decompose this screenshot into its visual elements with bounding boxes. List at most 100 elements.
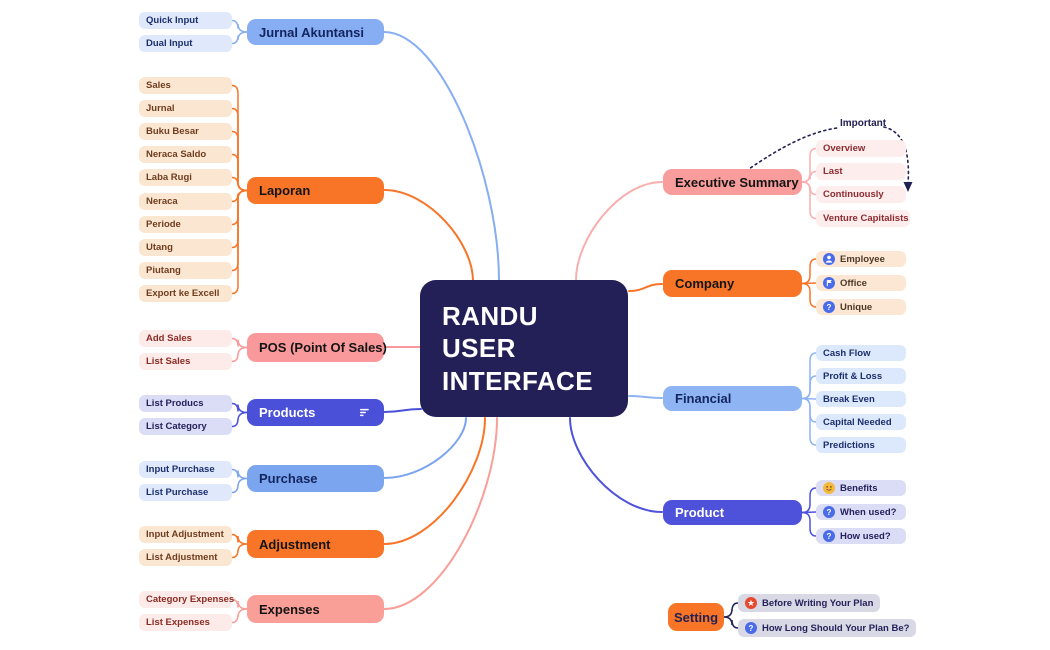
smiley-icon (823, 482, 835, 494)
connector-line (231, 468, 248, 480)
child-node-category-expenses[interactable]: Category Expenses (139, 591, 235, 608)
child-node-list-sales[interactable]: List Sales (139, 353, 232, 370)
child-node-predictions[interactable]: Predictions (816, 437, 906, 453)
connector-line (569, 417, 663, 513)
child-label: Dual Input (146, 38, 193, 49)
child-node-office[interactable]: Office (816, 275, 906, 291)
child-node-dual-input[interactable]: Dual Input (139, 35, 232, 52)
connector-line (383, 31, 500, 282)
branch-node-purchase[interactable]: Purchase (247, 465, 384, 492)
child-label: Utang (146, 242, 173, 253)
central-topic-line: INTERFACE (442, 365, 593, 396)
child-node-how-used[interactable]: ?How used? (816, 528, 906, 544)
child-label: Office (840, 277, 867, 289)
child-label: Category Expenses (146, 594, 235, 605)
connector-line (801, 282, 817, 308)
connector-line (231, 608, 248, 624)
child-node-export-ke-excell[interactable]: Export ke Excell (139, 285, 232, 302)
branch-label-products: Products (259, 405, 316, 420)
connector-line (231, 189, 248, 272)
child-node-cash-flow[interactable]: Cash Flow (816, 345, 906, 361)
connector-line (801, 397, 817, 446)
child-node-quick-input[interactable]: Quick Input (139, 12, 232, 29)
child-node-venture-capitalists[interactable]: Venture Capitalists (816, 210, 910, 227)
child-node-utang[interactable]: Utang (139, 239, 232, 256)
branch-node-product[interactable]: Product (663, 500, 802, 525)
svg-text:?: ? (827, 532, 832, 541)
child-label: Neraca Saldo (146, 149, 207, 160)
flag-icon (823, 277, 835, 289)
connector-line (801, 375, 817, 400)
child-node-periode[interactable]: Periode (139, 216, 232, 233)
child-label: Cash Flow (823, 347, 871, 359)
connector-line (231, 346, 248, 363)
child-node-buku-besar[interactable]: Buku Besar (139, 123, 232, 140)
branch-label-jurnal-akuntansi: Jurnal Akuntansi (259, 24, 364, 40)
branch-node-executive-summary[interactable]: Executive Summary (663, 169, 802, 195)
child-label: How Long Should Your Plan Be? (762, 622, 910, 634)
child-node-overview[interactable]: Overview (816, 140, 906, 157)
branch-node-expenses[interactable]: Expenses (247, 595, 384, 623)
branch-node-laporan[interactable]: Laporan (247, 177, 384, 204)
connector-line (575, 181, 663, 281)
connector-line (231, 19, 248, 33)
child-label: List Purchase (146, 487, 209, 498)
connector-line (801, 181, 817, 220)
child-node-list-purchase[interactable]: List Purchase (139, 484, 232, 501)
child-label: Add Sales (146, 333, 192, 344)
branch-node-products[interactable]: Products (247, 399, 384, 426)
child-node-input-adjustment[interactable]: Input Adjustment (139, 526, 232, 543)
child-label: Laba Rugi (146, 172, 192, 183)
child-label: Unique (840, 301, 873, 313)
child-node-neraca-saldo[interactable]: Neraca Saldo (139, 146, 232, 163)
child-node-profit-loss[interactable]: Profit & Loss (816, 368, 906, 384)
child-node-laba-rugi[interactable]: Laba Rugi (139, 169, 232, 186)
child-label: Continuously (823, 189, 884, 200)
child-node-employee[interactable]: Employee (816, 251, 906, 267)
branch-node-financial[interactable]: Financial (663, 386, 802, 411)
child-label: Capital Needed (823, 416, 892, 428)
child-label: Profit & Loss (823, 370, 883, 382)
child-node-list-adjustment[interactable]: List Adjustment (139, 549, 232, 566)
child-node-add-sales[interactable]: Add Sales (139, 330, 232, 347)
child-node-input-purchase[interactable]: Input Purchase (139, 461, 232, 478)
branch-node-jurnal-akuntansi[interactable]: Jurnal Akuntansi (247, 19, 384, 45)
child-node-jurnal[interactable]: Jurnal (139, 100, 232, 117)
child-node-when-used[interactable]: ?When used? (816, 504, 906, 520)
connector-line (231, 189, 248, 295)
child-node-list-producs[interactable]: List Producs (139, 395, 232, 412)
child-label: Neraca (146, 196, 178, 207)
branch-node-adjustment[interactable]: Adjustment (247, 530, 384, 558)
branch-node-company[interactable]: Company (663, 270, 802, 297)
arrowhead-down-icon (903, 182, 913, 192)
child-node-break-even[interactable]: Break Even (816, 391, 906, 407)
connector-line (801, 170, 817, 183)
child-node-list-expenses[interactable]: List Expenses (139, 614, 232, 631)
child-label: Input Adjustment (146, 529, 224, 540)
connector-line (231, 477, 248, 494)
connector-line (383, 408, 422, 413)
child-node-benefits[interactable]: Benefits (816, 480, 906, 496)
connector-line (628, 395, 663, 399)
connector-line (801, 511, 817, 537)
child-node-neraca[interactable]: Neraca (139, 193, 232, 210)
child-node-last[interactable]: Last (816, 163, 906, 180)
child-label: Quick Input (146, 15, 199, 26)
child-label: Export ke Excell (146, 288, 220, 299)
child-node-capital-needed[interactable]: Capital Needed (816, 414, 906, 430)
central-topic-line: USER (442, 333, 516, 364)
connector-line (801, 487, 817, 514)
child-node-before-writing-your-plan[interactable]: ★Before Writing Your Plan (738, 594, 881, 612)
child-node-sales[interactable]: Sales (139, 77, 232, 94)
central-topic-node[interactable]: RANDU USER INTERFACE (420, 280, 628, 417)
connector-line (383, 417, 486, 545)
branch-node-setting[interactable]: Setting (668, 603, 724, 631)
question-icon: ? (823, 530, 835, 542)
branch-node-pos[interactable]: POS (Point Of Sales) (247, 333, 387, 362)
child-node-list-category[interactable]: List Category (139, 418, 232, 435)
child-node-how-long-should-your-plan-be[interactable]: ?How Long Should Your Plan Be? (738, 619, 917, 637)
child-node-unique[interactable]: ?Unique (816, 299, 906, 315)
child-node-continuously[interactable]: Continuously (816, 186, 906, 203)
child-node-piutang[interactable]: Piutang (139, 262, 232, 279)
